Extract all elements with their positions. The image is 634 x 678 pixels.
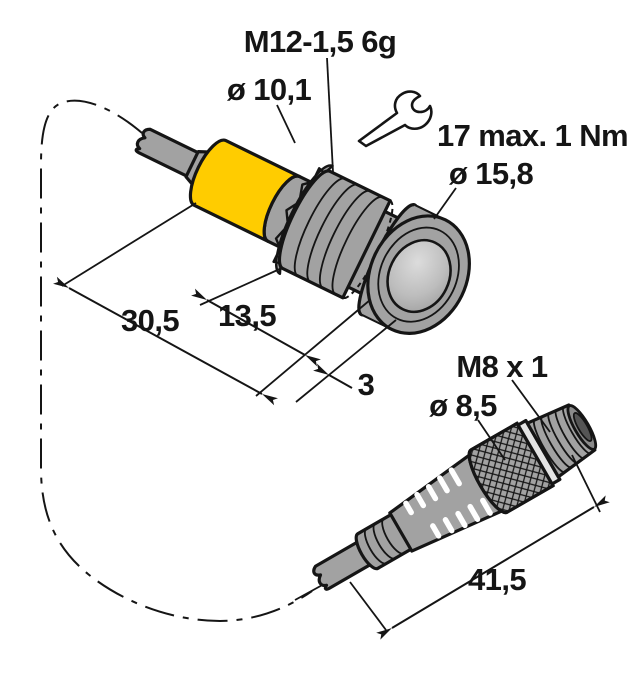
label-nut-length: 13,5 [218, 298, 276, 333]
label-connector-diameter: ø 8,5 [429, 388, 497, 423]
dimension-lines [53, 202, 610, 640]
label-wrench-torque: 17 max. 1 Nm [437, 118, 628, 153]
sensor-body [134, 127, 471, 335]
yellow-housing [188, 138, 302, 243]
ext-line-connector-rear [349, 581, 387, 631]
label-barrel-diameter: ø 10,1 [227, 72, 312, 107]
leader-connector-diameter [477, 419, 506, 461]
leader-flange-diameter [433, 187, 457, 220]
label-thread-spec: M12-1,5 6g [244, 24, 397, 59]
leader-thread-spec [326, 57, 334, 173]
dim-line-overall-length [53, 276, 278, 406]
ext-line-connector-tip [571, 454, 601, 513]
label-overall-length: 30,5 [121, 303, 179, 338]
spacer-ring [516, 418, 562, 486]
nut-ridge-lines [293, 177, 384, 296]
label-connector-length: 41,5 [468, 562, 526, 597]
ext-line-rear [61, 202, 197, 287]
label-flange-thickness: 3 [358, 367, 375, 402]
label-flange-diameter: ø 15,8 [449, 156, 534, 191]
wrench-icon [357, 90, 433, 148]
labels: M12-1,5 6g ø 10,1 17 max. 1 Nm ø 15,8 30… [121, 24, 629, 597]
dim-line-flange-thickness [313, 363, 353, 389]
centerline-curve [40, 99, 313, 623]
label-connector-thread: M8 x 1 [456, 349, 548, 384]
leader-barrel-diameter [276, 104, 296, 144]
dome-lens [386, 238, 452, 314]
m8-connector [312, 403, 598, 591]
leader-lines [276, 57, 551, 461]
thread-rings [533, 405, 592, 474]
leader-connector-thread [511, 379, 551, 433]
dim-line-nut-length [191, 288, 321, 367]
ext-line-flange-front [295, 319, 397, 403]
lens-bezel-ring [377, 226, 460, 323]
tip-end-bore [572, 412, 593, 442]
dim-line-connector-length [376, 495, 610, 640]
